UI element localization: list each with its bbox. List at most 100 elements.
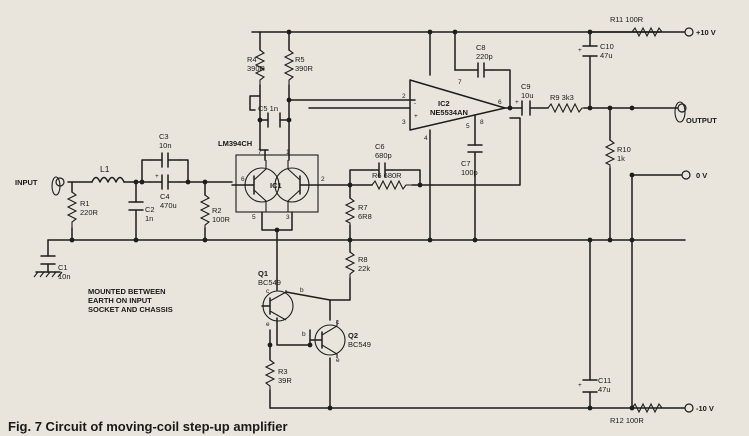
pin-ic1-5: 5 <box>252 214 256 221</box>
output-terminal <box>674 101 687 123</box>
label-plus10: +10 V <box>696 28 716 37</box>
chassis-ground-icon <box>33 271 63 278</box>
pin-ic1-2: 2 <box>321 176 325 183</box>
capacitor-c11: + <box>578 379 598 393</box>
capacitor-c3 <box>149 152 181 168</box>
label-r7-ref: R7 <box>358 203 368 212</box>
svg-text:+: + <box>578 47 582 54</box>
zero-volt-terminal <box>681 170 691 180</box>
capacitor-c6 <box>371 162 393 178</box>
pin-q2-e: e <box>336 357 340 364</box>
pin-q1-b: b <box>300 287 304 294</box>
label-c4-ref: C4 <box>160 192 170 201</box>
pin-ic2-5: 5 <box>466 123 470 130</box>
capacitor-c4: + <box>149 173 181 190</box>
pin-q2-c: c <box>336 319 340 326</box>
label-c6-ref: C6 <box>375 142 385 151</box>
inductor-l1 <box>91 176 125 183</box>
pin-ic2-3: 3 <box>402 119 406 126</box>
pin-ic2-2: 2 <box>402 93 406 100</box>
note-line-1: MOUNTED BETWEEN <box>88 287 166 296</box>
minus10-terminal <box>684 403 694 413</box>
label-r7-val: 6R8 <box>358 212 372 221</box>
transistor-q2 <box>309 320 346 358</box>
svg-text:+: + <box>578 382 582 389</box>
label-c2-val: 1n <box>145 214 153 223</box>
pin-ic2-4: 4 <box>424 135 428 142</box>
label-c3-val: 10n <box>159 141 172 150</box>
label-c2-ref: C2 <box>145 205 155 214</box>
label-c9-val: 10u <box>521 91 534 100</box>
ic1-dual-transistor <box>231 154 319 213</box>
svg-text:+: + <box>515 99 519 106</box>
label-q1-val: BC549 <box>258 278 281 287</box>
note-line-2: EARTH ON INPUT <box>88 296 152 305</box>
label-input: INPUT <box>15 178 38 187</box>
label-r9: R9 3k3 <box>550 93 574 102</box>
pin-ic1-7: 7 <box>258 149 262 156</box>
label-r6: R6 680R <box>372 171 402 180</box>
label-r8-val: 22k <box>358 264 370 273</box>
transistor-q1 <box>261 290 331 322</box>
pin-ic1-1: 1 <box>286 149 290 156</box>
label-c6-val: 680p <box>375 151 392 160</box>
label-q2-ref: Q2 <box>348 331 358 340</box>
resistor-r4 <box>254 49 266 85</box>
resistor-r3 <box>264 359 276 390</box>
label-c10-ref: C10 <box>600 42 614 51</box>
label-r3-ref: R3 <box>278 367 288 376</box>
label-zero: 0 V <box>696 171 707 180</box>
capacitor-c5 <box>267 112 281 128</box>
resistor-r6 <box>371 179 412 191</box>
input-terminal <box>51 176 65 196</box>
label-ic1: IC1 <box>270 181 282 190</box>
pin-ic1-6: 6 <box>241 176 245 183</box>
label-c11-ref: C11 <box>598 376 611 385</box>
label-c4-val: 470u <box>160 201 177 210</box>
resistor-r2 <box>199 194 211 228</box>
label-r12: R12 100R <box>610 416 644 425</box>
label-r2-ref: R2 <box>212 206 222 215</box>
pin-ic2-8: 8 <box>480 119 484 126</box>
resistor-r8 <box>344 251 356 278</box>
capacitor-c7 <box>467 144 483 156</box>
label-minus10: -10 V <box>696 404 714 413</box>
capacitor-c2 <box>128 201 144 211</box>
label-c11-val: 47u <box>598 385 611 394</box>
label-ic1-part: LM394CH <box>218 139 252 148</box>
label-r4-ref: R4 <box>247 55 257 64</box>
label-c7-ref: C7 <box>461 159 471 168</box>
pin-q2-b: b <box>302 331 306 338</box>
label-r5-ref: R5 <box>295 55 305 64</box>
figure-caption: Fig. 7 Circuit of moving-coil step-up am… <box>8 419 288 434</box>
label-ic2-val: NE5534AN <box>430 108 468 117</box>
pin-q1-c: c <box>266 288 270 295</box>
label-l1: L1 <box>100 164 110 174</box>
resistor-r5 <box>283 49 295 85</box>
label-c7-val: 100p <box>461 168 478 177</box>
label-c8-val: 220p <box>476 52 493 61</box>
pin-ic2-7: 7 <box>458 79 462 86</box>
label-c10-val: 47u <box>600 51 613 60</box>
capacitor-c10: + <box>578 45 598 57</box>
label-c1-ref: C1 <box>58 263 68 272</box>
label-c1-val: 10n <box>58 272 71 281</box>
label-output: OUTPUT <box>686 116 717 125</box>
label-ic2-ref: IC2 <box>438 99 450 108</box>
ic2-opamp: - + <box>409 79 511 131</box>
label-q2-val: BC549 <box>348 340 371 349</box>
resistor-r1 <box>66 191 78 228</box>
label-c5: C5 1n <box>258 104 278 113</box>
pin-q1-e: e <box>266 321 270 328</box>
resistor-r12 <box>631 402 664 414</box>
label-r10-ref: R10 <box>617 145 631 154</box>
pin-ic1-3: 3 <box>286 214 290 221</box>
pin-ic2-6: 6 <box>498 99 502 106</box>
resistor-r10 <box>604 139 616 168</box>
label-r11: R11 100R <box>610 15 644 24</box>
svg-text:+: + <box>155 173 159 180</box>
capacitor-c1 <box>40 255 56 265</box>
label-r8-ref: R8 <box>358 255 368 264</box>
label-c3-ref: C3 <box>159 132 169 141</box>
